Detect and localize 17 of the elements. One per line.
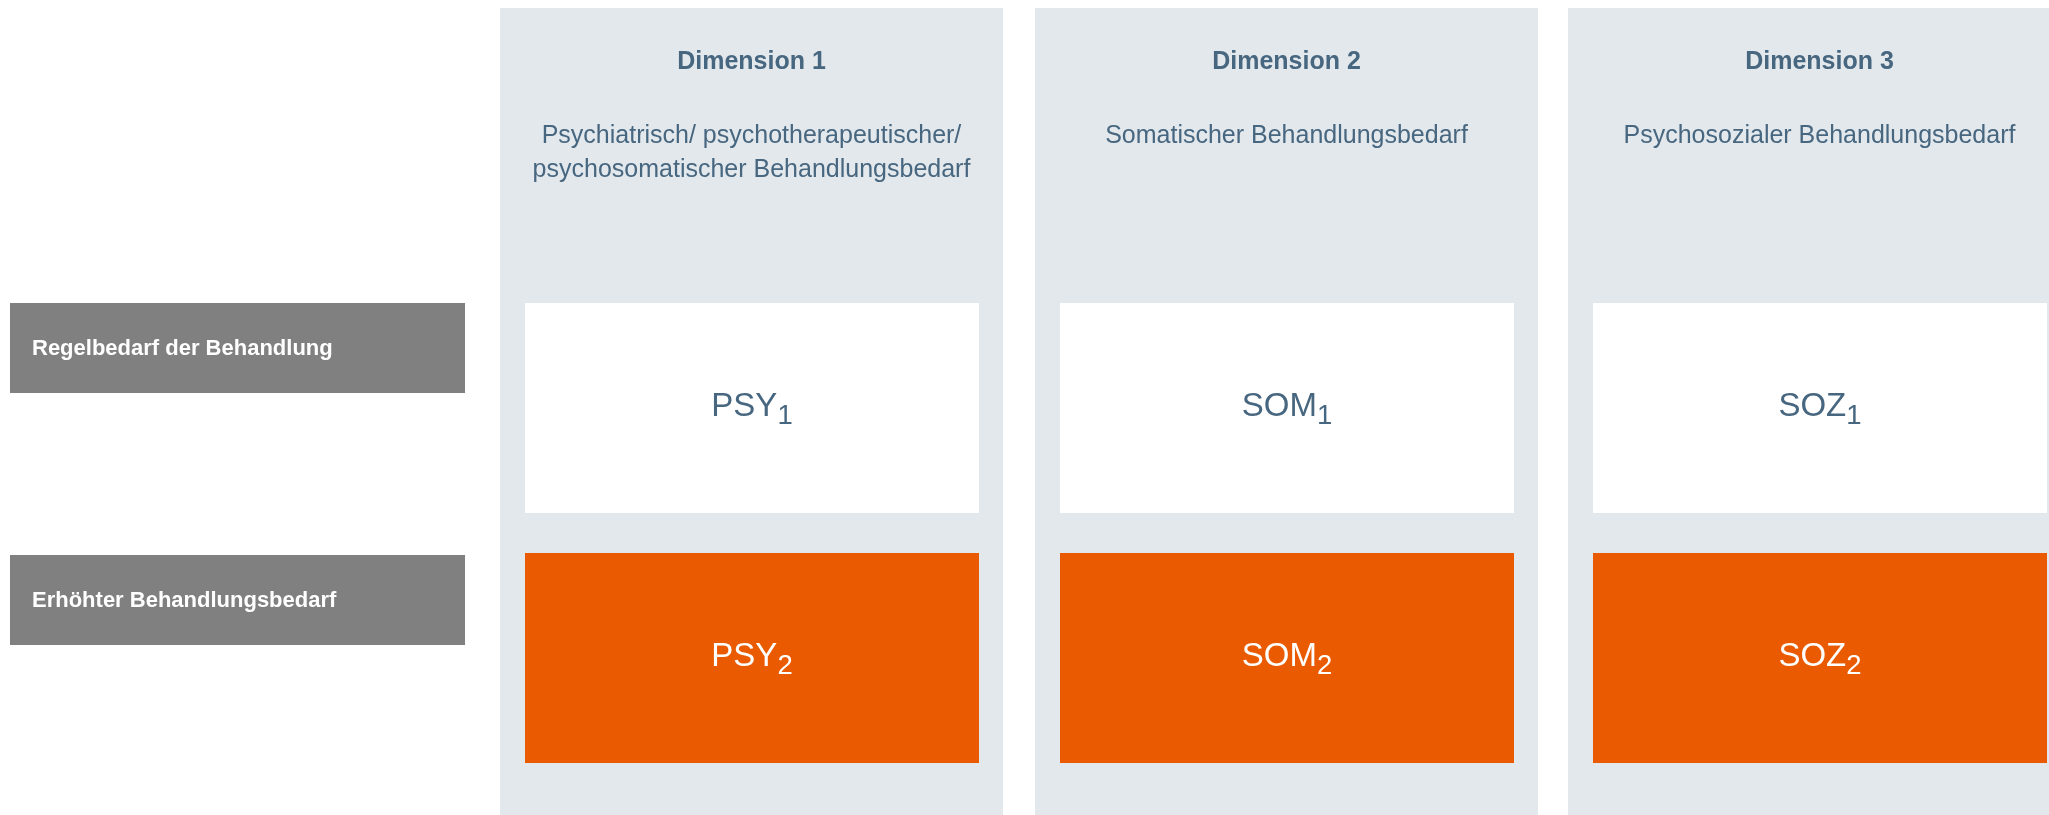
- category-box: SOZ$_{2}$: [1593, 553, 2047, 763]
- column-panel: [500, 8, 1003, 815]
- column-panel: [1568, 8, 2049, 815]
- column-description: Psychosozialer Behandlungsbedarf: [1622, 119, 2017, 150]
- column-panel: [1035, 8, 1538, 815]
- column-heading: Dimension 1: [676, 46, 827, 75]
- category-box: SOM$_{1}$: [1060, 303, 1514, 513]
- column-heading: Dimension 2: [1211, 46, 1362, 75]
- category-box: SOM$_{2}$: [1060, 553, 1514, 763]
- column-description: Psychiatrisch/ psychotherapeutischer/ psychosomatischer Behandlungsbedarf: [531, 119, 972, 184]
- row-header: Regelbedarf der Behandlung: [10, 303, 465, 393]
- category-box: PSY$_{2}$: [525, 553, 979, 763]
- category-box: PSY$_{1}$: [525, 303, 979, 513]
- column-description: Somatischer Behandlungsbedarf: [1104, 119, 1469, 150]
- column-heading: Dimension 3: [1744, 46, 1895, 75]
- category-box: SOZ$_{1}$: [1593, 303, 2047, 513]
- row-header: Erhöhter Behandlungsbedarf: [10, 555, 465, 645]
